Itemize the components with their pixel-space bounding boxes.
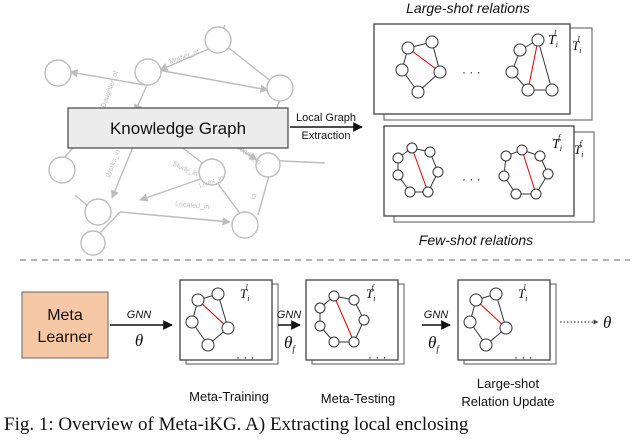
- subgraph-node: [401, 41, 415, 55]
- kg-node: [48, 156, 76, 184]
- theta-prime-label: θf: [284, 333, 296, 354]
- kg-edge-label: Ia: [250, 193, 258, 201]
- kg-edge-label: Mother_of: [168, 49, 200, 66]
- kg-node: [266, 74, 294, 102]
- stage-label-meta-testing: Meta-Testing: [321, 391, 395, 406]
- subgraph-node: [498, 170, 510, 182]
- kg-edge-label: Daughter_of: [100, 70, 120, 109]
- subgraph-node: [479, 338, 493, 352]
- kg-node: [231, 211, 259, 239]
- kg-node: [84, 198, 112, 226]
- large-shot-ellipsis: · · ·: [462, 65, 481, 79]
- subgraph-node: [425, 35, 439, 49]
- task-symbol-front: Til: [548, 29, 558, 49]
- kg-node: [204, 26, 232, 54]
- figure-caption: Fig. 1: Overview of Meta-iKG. A) Extract…: [4, 414, 469, 435]
- subgraph-node: [191, 293, 205, 307]
- gnn-label-3: GNN: [424, 309, 449, 321]
- subgraph-node: [392, 169, 404, 181]
- kg-edge-label: Works_in: [105, 149, 122, 179]
- few-shot-ellipsis: · · ·: [462, 172, 481, 186]
- subgraph-node: [530, 188, 542, 200]
- few-shot-card-front: [383, 125, 575, 217]
- subgraph-node: [531, 33, 545, 47]
- stage-label-relation-update: Relation Update: [461, 394, 554, 409]
- theta-label-1: θ: [135, 331, 143, 350]
- subgraph-node: [499, 321, 513, 335]
- gnn-label-2: GNN: [277, 309, 302, 321]
- subgraph-node: [221, 321, 235, 335]
- subgraph-node: [348, 336, 360, 348]
- subgraph-node: [392, 152, 404, 164]
- subgraph-node: [534, 150, 546, 162]
- kg-node: [255, 152, 281, 178]
- stage-ellipsis: · · ·: [514, 350, 533, 364]
- subgraph-node: [424, 146, 436, 158]
- subgraph-node: [521, 83, 535, 97]
- meta-training-stack: · · · Til: [179, 279, 279, 365]
- subgraph-node: [542, 168, 554, 180]
- subgraph-node: [201, 338, 215, 352]
- subgraph-node: [500, 150, 512, 162]
- subgraph-node: [395, 63, 409, 77]
- knowledge-graph-nodes: [44, 26, 294, 256]
- meta-testing-stack: · · · Tif: [305, 279, 405, 365]
- meta-learner-label-bottom: Learner: [37, 329, 93, 346]
- subgraph-node: [516, 144, 528, 156]
- subgraph-node: [314, 320, 326, 332]
- theta-f-label: θf: [428, 333, 440, 354]
- subgraph-node: [469, 293, 483, 307]
- subgraph-node: [411, 85, 425, 99]
- subgraph-node: [545, 83, 559, 97]
- task-symbol-back: Tif: [574, 139, 583, 159]
- subgraph-node: [432, 166, 444, 178]
- subgraph-node: [185, 315, 199, 329]
- subgraph-node: [211, 287, 225, 301]
- subgraph-node: [314, 302, 326, 314]
- stage-label-large-shot: Large-shot: [477, 376, 540, 391]
- subgraph-node: [404, 186, 416, 198]
- large-shot-title: Large-shot relations: [406, 0, 530, 16]
- kg-edge-label: Located_in: [175, 201, 210, 211]
- large-shot-task-stack: · · · Til Til: [373, 23, 593, 121]
- subgraph-node: [422, 186, 434, 198]
- stage-label-meta-training: Meta-Training: [189, 389, 269, 404]
- extraction-label-bottom: Extraction: [302, 130, 351, 142]
- kg-node: [198, 158, 226, 186]
- large-shot-update-stack: · · · Til: [457, 279, 557, 365]
- task-symbol-back: Til: [572, 35, 581, 55]
- subgraph-node: [406, 142, 418, 154]
- few-shot-title: Few-shot relations: [419, 232, 533, 248]
- stage-task-symbol: Tif: [366, 283, 375, 303]
- knowledge-graph-box: [67, 107, 289, 149]
- stage-ellipsis: · · ·: [368, 350, 387, 364]
- few-shot-task-stack: · · · Tif Tif: [383, 125, 595, 223]
- subgraph-node: [513, 43, 527, 57]
- gnn-label-1: GNN: [127, 309, 152, 321]
- kg-node: [44, 59, 72, 87]
- stage-task-symbol: Til: [518, 283, 527, 303]
- meta-learner-label-top: Meta: [47, 307, 83, 324]
- subgraph-node: [510, 188, 522, 200]
- subgraph-node: [328, 336, 340, 348]
- subgraph-node: [433, 65, 447, 79]
- subgraph-node: [358, 314, 370, 326]
- stage-task-symbol: Til: [240, 283, 249, 303]
- knowledge-graph-label: Knowledge Graph: [110, 119, 246, 138]
- kg-node: [80, 230, 106, 256]
- subgraph-node: [489, 287, 503, 301]
- subgraph-node: [328, 290, 340, 302]
- task-symbol-front: Tif: [552, 133, 562, 153]
- stage-ellipsis: · · ·: [236, 350, 255, 364]
- kg-node: [134, 58, 162, 86]
- subgraph-node: [505, 65, 519, 79]
- extraction-label-top: Local Graph: [296, 112, 356, 124]
- subgraph-node: [348, 294, 360, 306]
- subgraph-node: [463, 315, 477, 329]
- kg-edge-label: Study_in: [171, 160, 199, 178]
- meta-learner-box: [21, 291, 109, 359]
- output-theta: θ: [603, 313, 611, 332]
